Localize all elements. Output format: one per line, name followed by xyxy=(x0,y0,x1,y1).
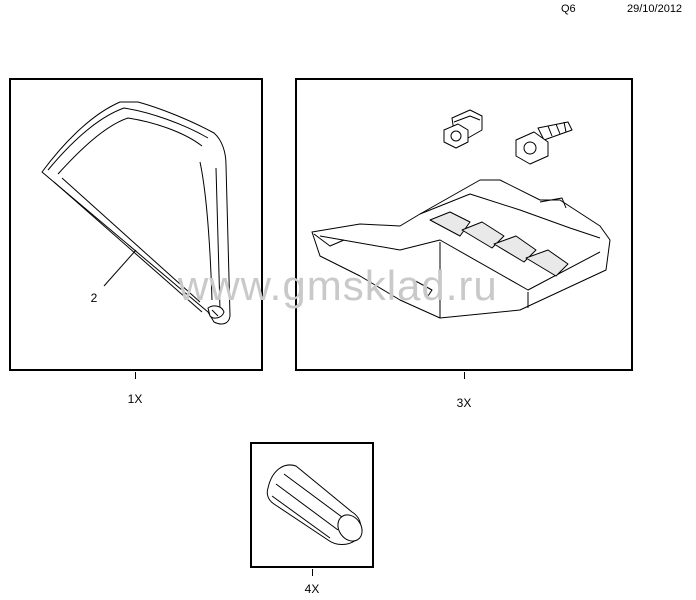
panel-2-tick xyxy=(464,372,465,379)
header-date: 29/10/2012 xyxy=(627,3,683,15)
panel-2-qty: 3X xyxy=(456,396,472,410)
header-code: Q6 xyxy=(561,3,576,15)
panel-1-qty: 1X xyxy=(127,392,143,406)
valve-cap-drawing xyxy=(266,464,363,545)
wheel-arch-moulding-drawing xyxy=(41,101,231,325)
panel-3-tick xyxy=(312,569,313,576)
callout-number: 2 xyxy=(90,291,98,305)
wheel-lock-kit-drawing xyxy=(311,109,611,319)
panel-1-tick xyxy=(135,372,136,379)
panel-3-qty: 4X xyxy=(304,582,320,596)
